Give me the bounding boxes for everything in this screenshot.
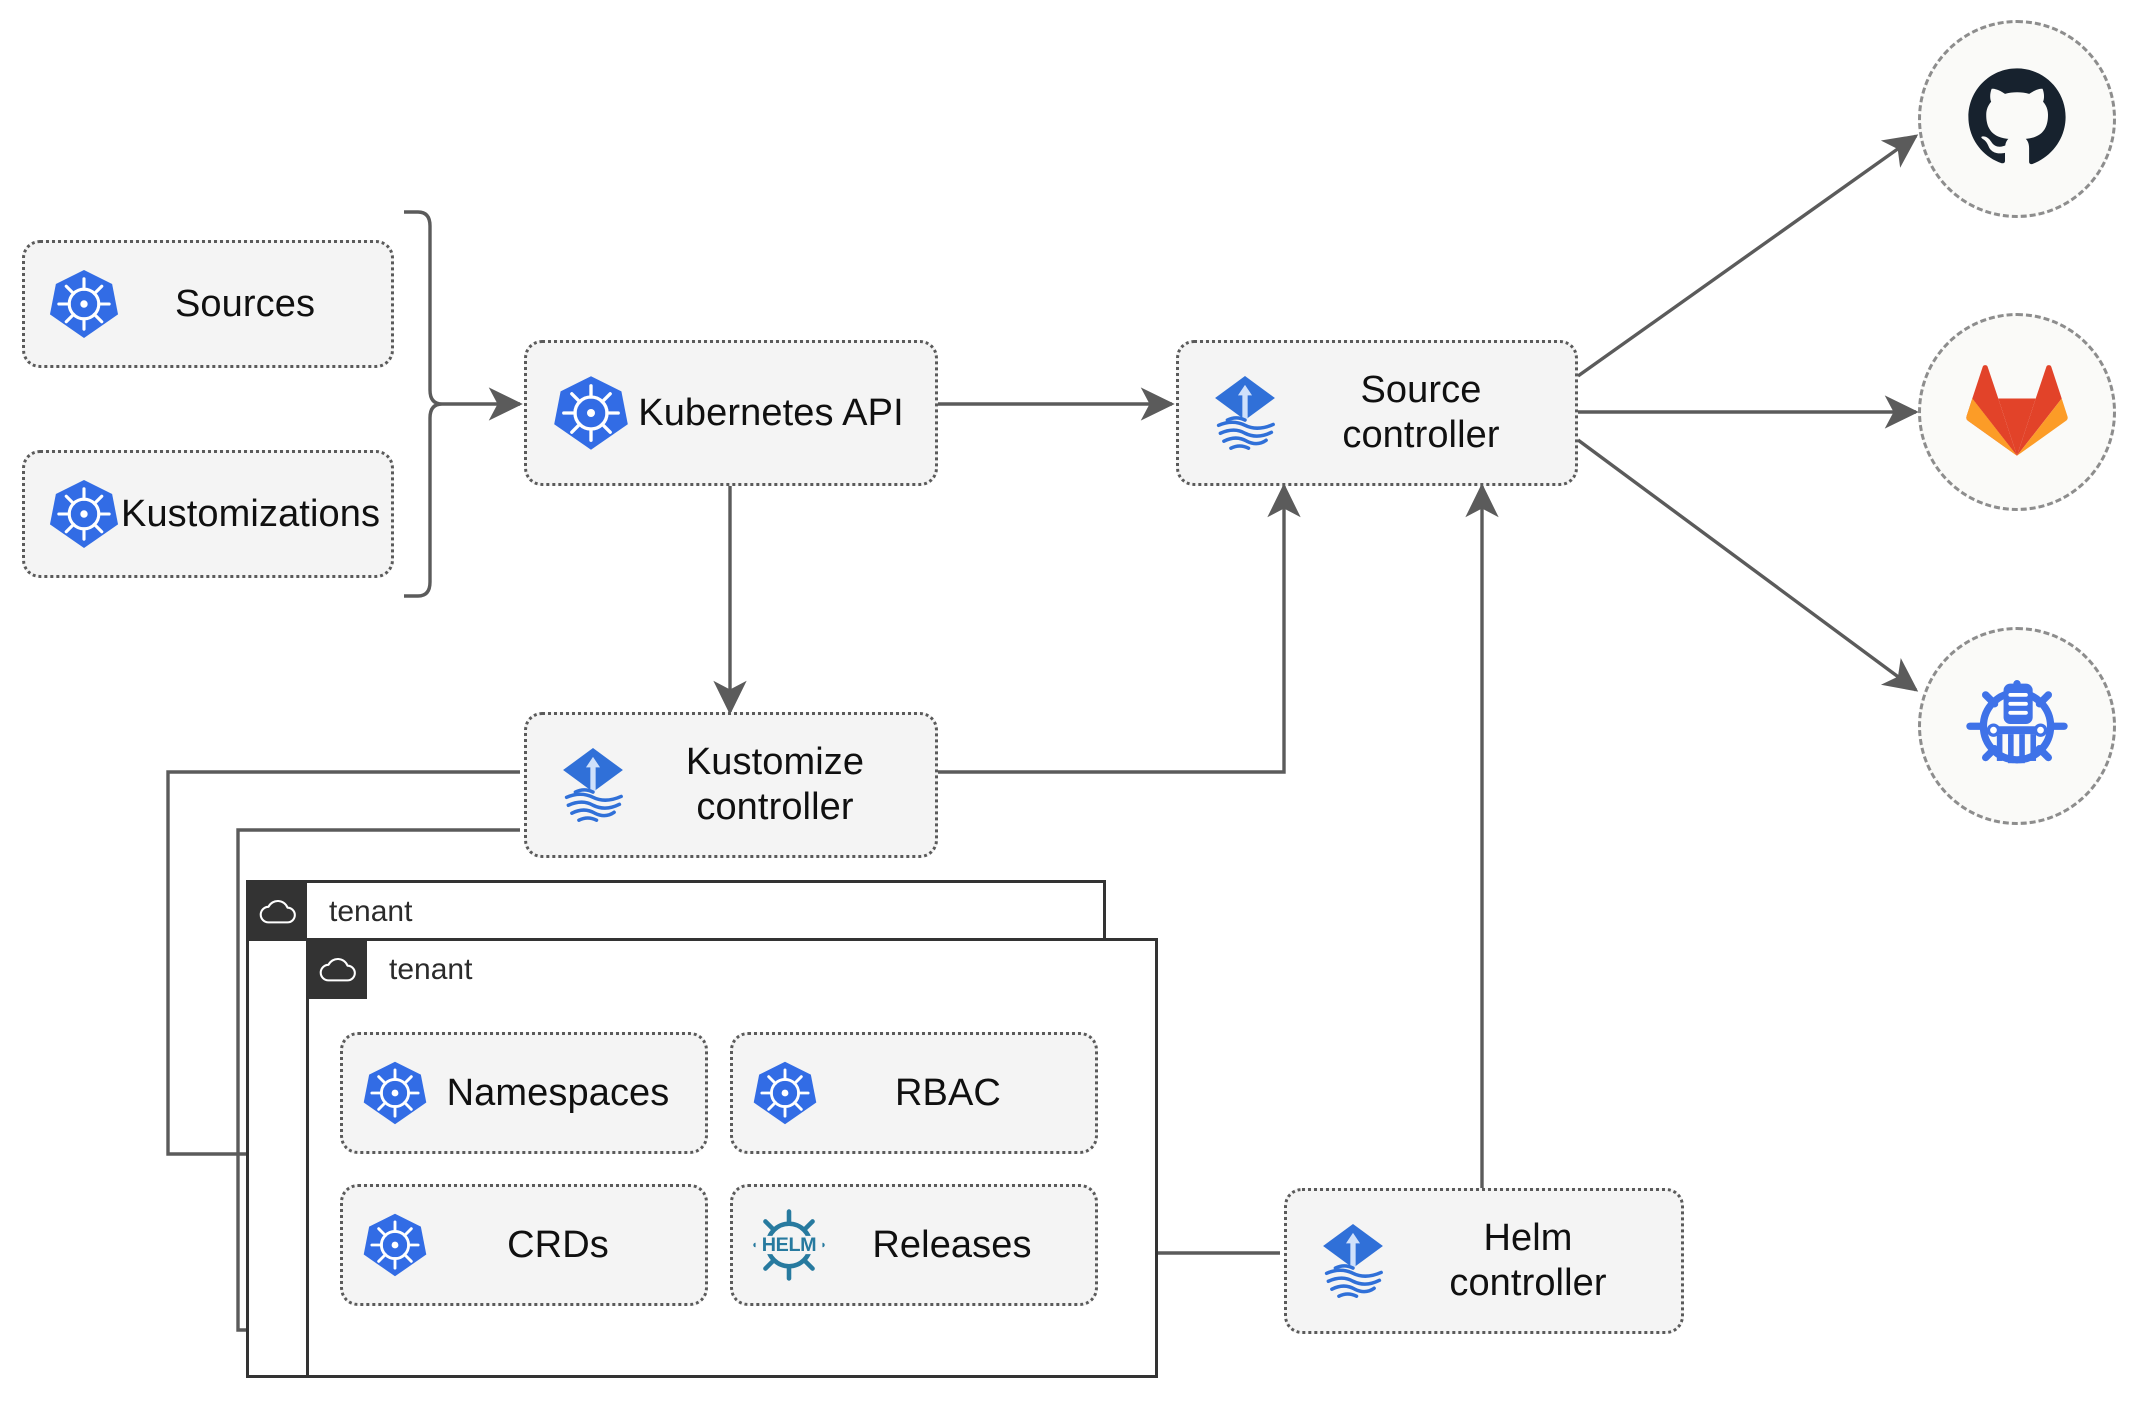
container-registry-icon bbox=[1961, 668, 2073, 785]
node-label: Kustomize controller bbox=[685, 741, 865, 828]
node-label: RBAC bbox=[895, 1071, 1001, 1114]
wire-kustomize-to-source-controller bbox=[938, 483, 1301, 774]
node-label: Namespaces bbox=[446, 1071, 670, 1114]
wire-kustomize-to-tenant-outer bbox=[166, 770, 520, 1171]
node-sources[interactable]: Sources bbox=[22, 240, 394, 368]
flux-icon bbox=[549, 741, 637, 829]
node-kustomize-controller[interactable]: Kustomize controller bbox=[524, 712, 938, 858]
tenant-header: tenant bbox=[249, 883, 412, 941]
node-releases[interactable]: HELM Releases bbox=[730, 1184, 1098, 1306]
node-label: Kubernetes API bbox=[638, 391, 904, 434]
node-label: Kustomizations bbox=[121, 492, 381, 535]
node-label: Helm controller bbox=[1449, 1217, 1607, 1304]
tenant-header: tenant bbox=[309, 941, 472, 999]
node-source-controller[interactable]: Source controller bbox=[1176, 340, 1578, 486]
gitlab-icon bbox=[1965, 360, 2069, 465]
provider-gitlab[interactable] bbox=[1918, 313, 2116, 511]
node-label: CRDs bbox=[507, 1223, 609, 1266]
kubernetes-icon bbox=[551, 373, 631, 453]
helm-icon: HELM bbox=[751, 1207, 827, 1283]
kubernetes-icon bbox=[47, 477, 121, 551]
node-label: Source controller bbox=[1342, 369, 1500, 456]
wire-source-to-registry bbox=[1576, 438, 1919, 692]
node-kustomizations[interactable]: Kustomizations bbox=[22, 450, 394, 578]
tenant-container-inner: tenant bbox=[306, 938, 1158, 1378]
kubernetes-icon bbox=[361, 1211, 429, 1279]
node-helm-controller[interactable]: Helm controller bbox=[1284, 1188, 1684, 1334]
provider-registry[interactable] bbox=[1918, 627, 2116, 825]
svg-text:HELM: HELM bbox=[762, 1234, 816, 1256]
tenant-label: tenant bbox=[389, 953, 473, 986]
wire-source-to-github bbox=[1577, 134, 1919, 378]
node-kubernetes-api[interactable]: Kubernetes API bbox=[524, 340, 938, 486]
kubernetes-icon bbox=[751, 1059, 819, 1127]
node-crds[interactable]: CRDs bbox=[340, 1184, 708, 1306]
node-rbac[interactable]: RBAC bbox=[730, 1032, 1098, 1154]
kubernetes-icon bbox=[361, 1059, 429, 1127]
flux-icon bbox=[1309, 1217, 1397, 1305]
group-brace bbox=[404, 210, 443, 598]
node-label: Sources bbox=[174, 282, 316, 325]
cloud-icon bbox=[309, 941, 367, 999]
github-icon bbox=[1963, 63, 2071, 176]
provider-github[interactable] bbox=[1918, 20, 2116, 218]
cloud-icon bbox=[249, 883, 307, 941]
tenant-label: tenant bbox=[329, 895, 413, 928]
kubernetes-icon bbox=[47, 267, 121, 341]
node-label: Releases bbox=[872, 1223, 1032, 1266]
flux-icon bbox=[1201, 369, 1289, 457]
node-namespaces[interactable]: Namespaces bbox=[340, 1032, 708, 1154]
